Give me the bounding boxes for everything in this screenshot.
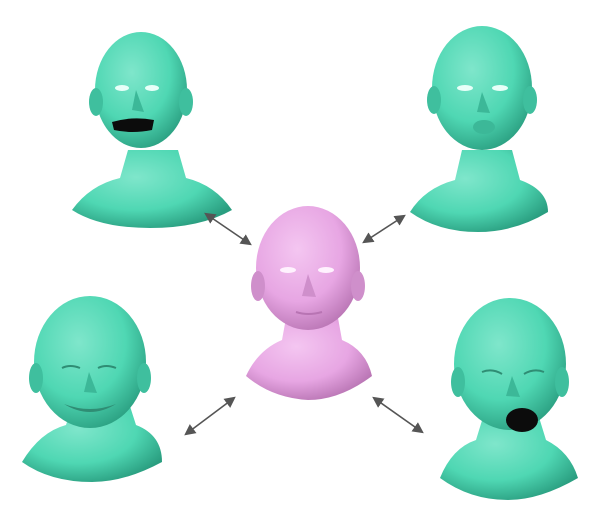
head-smile [22, 296, 162, 482]
arrow-top-left [204, 212, 252, 246]
head-neutral [246, 206, 372, 400]
head-pursed-lips [410, 26, 548, 232]
mouth-open [112, 118, 154, 132]
mouth-pursed [473, 120, 495, 134]
arrow-bottom-left [184, 396, 236, 436]
mouth-smile [64, 404, 116, 412]
mouth-yawn [506, 408, 538, 432]
head-yawn [440, 298, 578, 500]
arrow-top-right [362, 214, 406, 244]
mouth-neutral [295, 311, 323, 315]
arrow-bottom-right [372, 396, 424, 434]
head-open-mouth [72, 32, 232, 228]
